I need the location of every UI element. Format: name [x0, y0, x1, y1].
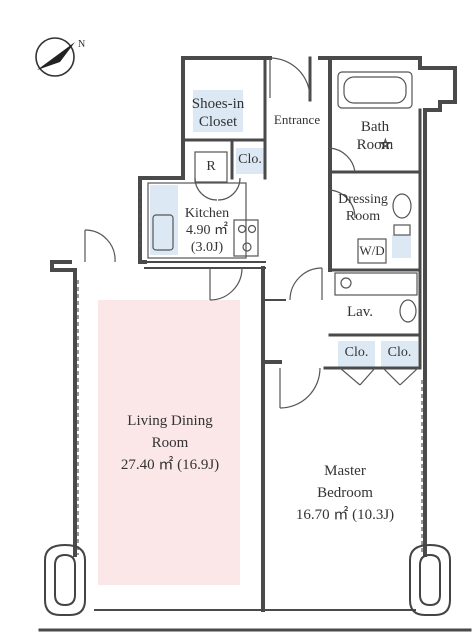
walls — [38, 56, 472, 632]
living-line2: Room — [151, 434, 189, 451]
basin-icon — [399, 299, 417, 323]
washer-icon — [357, 238, 387, 264]
bath-room-label: Bath Room — [345, 118, 405, 154]
fixtures: ☆ — [77, 71, 423, 555]
dressing-line1: Dressing — [338, 192, 388, 207]
kitchen-name: Kitchen — [184, 206, 230, 221]
sink-icon — [152, 214, 174, 251]
closet-entry-text: Clo. — [238, 152, 262, 167]
closet-a-label: Clo. — [338, 345, 375, 362]
entrance-label: Entrance — [266, 112, 328, 128]
washer-label: W/D — [356, 243, 388, 259]
balcony-columns — [44, 543, 451, 616]
toilet-icon — [392, 193, 412, 219]
kitchen-area: 4.90 ㎡ — [186, 222, 228, 238]
stove-icon — [233, 219, 259, 257]
door-swings — [84, 57, 356, 409]
north-label: N — [78, 39, 85, 50]
shoes-closet-line1: Shoes-in — [191, 96, 245, 112]
living-line1: Living Dining — [127, 413, 213, 429]
washer-text: W/D — [359, 243, 385, 258]
entrance-text: Entrance — [273, 112, 321, 127]
closet-b-text: Clo. — [387, 345, 412, 360]
bath-line1: Bath — [360, 119, 390, 135]
lavatory-label: Lav. — [338, 303, 382, 321]
compass-icon: N — [35, 37, 85, 77]
svg-text:☆: ☆ — [380, 137, 391, 151]
fridge-text: R — [206, 159, 216, 174]
living-area: 27.40 ㎡ (16.9J) — [120, 456, 220, 473]
kitchen-tatami: (3.0J) — [190, 239, 224, 255]
bath-line2: Room — [356, 137, 394, 153]
kitchen-label: Kitchen 4.90 ㎡ (3.0J) — [172, 206, 242, 256]
master-line2: Bedroom — [317, 484, 373, 501]
fridge-label: R — [195, 159, 227, 176]
living-room-highlight — [98, 300, 240, 585]
master-bedroom-label: Master Bedroom 16.70 ㎡ (10.3J) — [270, 461, 420, 526]
master-line1: Master — [324, 463, 366, 479]
closet-b-label: Clo. — [381, 345, 418, 362]
shoes-closet-line2: Closet — [198, 114, 238, 130]
fridge-icon — [194, 151, 228, 183]
bathtub-icon — [337, 71, 413, 109]
lavatory-text: Lav. — [346, 304, 374, 320]
closet-entry-label: Clo. — [234, 152, 266, 169]
living-dining-room-label: Living Dining Room 27.40 ㎡ (16.9J) — [95, 411, 245, 476]
dressing-room-label: Dressing Room — [332, 192, 394, 226]
master-area: 16.70 ㎡ (10.3J) — [295, 506, 395, 523]
shoes-closet-label: Shoes-in Closet — [190, 95, 246, 131]
closet-a-text: Clo. — [344, 345, 369, 360]
dressing-line2: Room — [345, 208, 381, 224]
closet-fills — [150, 90, 418, 367]
